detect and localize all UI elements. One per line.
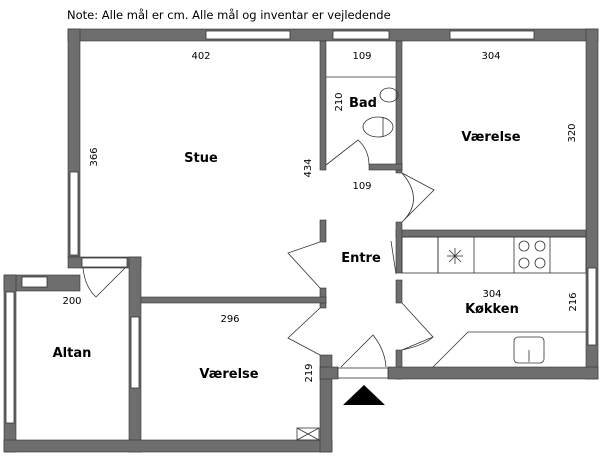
door-kokken	[401, 302, 434, 351]
dim-stue-height: 434	[303, 158, 314, 177]
wall-entry-left	[319, 366, 339, 380]
dim-stue-width: 402	[191, 51, 210, 62]
dim-vaerelse2-width: 296	[220, 314, 239, 325]
window	[332, 30, 390, 40]
wall-stue-bad	[319, 40, 327, 171]
stove-icon	[518, 240, 546, 269]
ventilation-icon	[296, 427, 320, 441]
fixtures	[296, 76, 587, 441]
dim-kokken-height: 216	[568, 292, 579, 311]
dim-vaerelse-height: 320	[567, 123, 578, 142]
room-label-kokken: Køkken	[465, 302, 519, 317]
wall-stub	[319, 219, 327, 243]
door-vaerelse	[401, 172, 435, 223]
entrance-arrow-icon	[343, 385, 385, 405]
door-vaerelse2	[287, 307, 321, 356]
wall-kokken-left	[395, 221, 403, 274]
door-bad	[325, 139, 370, 166]
window	[587, 267, 597, 346]
light-icon	[447, 248, 463, 264]
entry-door-frame	[337, 367, 389, 379]
dim-altan-width: 200	[62, 296, 81, 307]
door-stue	[287, 241, 321, 289]
wall-vaerelse-kokken	[395, 229, 587, 238]
door-altan	[82, 267, 126, 298]
sink-icon	[379, 87, 399, 103]
balcony-door	[81, 257, 128, 268]
kitchen-counter	[437, 236, 587, 274]
door-entry	[340, 334, 387, 368]
window	[21, 276, 48, 288]
walls	[3, 28, 599, 453]
wall-stub	[395, 279, 403, 304]
room-label-altan: Altan	[53, 346, 92, 361]
window	[449, 30, 535, 40]
wall-bottom	[3, 439, 333, 453]
sink-counter	[432, 331, 586, 368]
note-text: Note: Alle mål er cm. Alle mål og invent…	[67, 8, 391, 22]
kitchen-sink-icon	[513, 336, 545, 364]
window	[5, 291, 15, 424]
wall-stue-bottom	[129, 296, 327, 304]
dim-stue-side: 366	[89, 147, 100, 166]
room-label-bad: Bad	[349, 96, 377, 111]
wall-bad-vaerelse	[395, 40, 403, 174]
toilet-icon	[362, 116, 394, 138]
room-label-stue: Stue	[184, 151, 218, 166]
window	[205, 30, 291, 40]
wall-bad-bottom	[368, 163, 403, 171]
dim-bad-width: 109	[352, 51, 371, 62]
wall-kokken-bottom	[387, 366, 599, 380]
room-label-entre: Entre	[341, 251, 381, 266]
window	[69, 171, 79, 256]
doors	[82, 139, 435, 368]
dim-vaerelse2-height: 219	[304, 363, 315, 382]
window	[130, 316, 140, 389]
dim-entre-width: 109	[352, 181, 371, 192]
room-label-vaerelse2: Værelse	[199, 367, 258, 382]
dim-bad-height: 210	[334, 92, 345, 111]
windows	[5, 30, 597, 424]
door-skab	[390, 240, 397, 275]
labels: Stue 402 366 434 Bad 109 210 Entre 109 V…	[53, 51, 579, 383]
dim-vaerelse-width: 304	[481, 51, 500, 62]
dim-kokken-width: 304	[482, 289, 501, 300]
room-label-vaerelse: Værelse	[461, 130, 520, 145]
kitchen-cabinet	[401, 236, 439, 274]
